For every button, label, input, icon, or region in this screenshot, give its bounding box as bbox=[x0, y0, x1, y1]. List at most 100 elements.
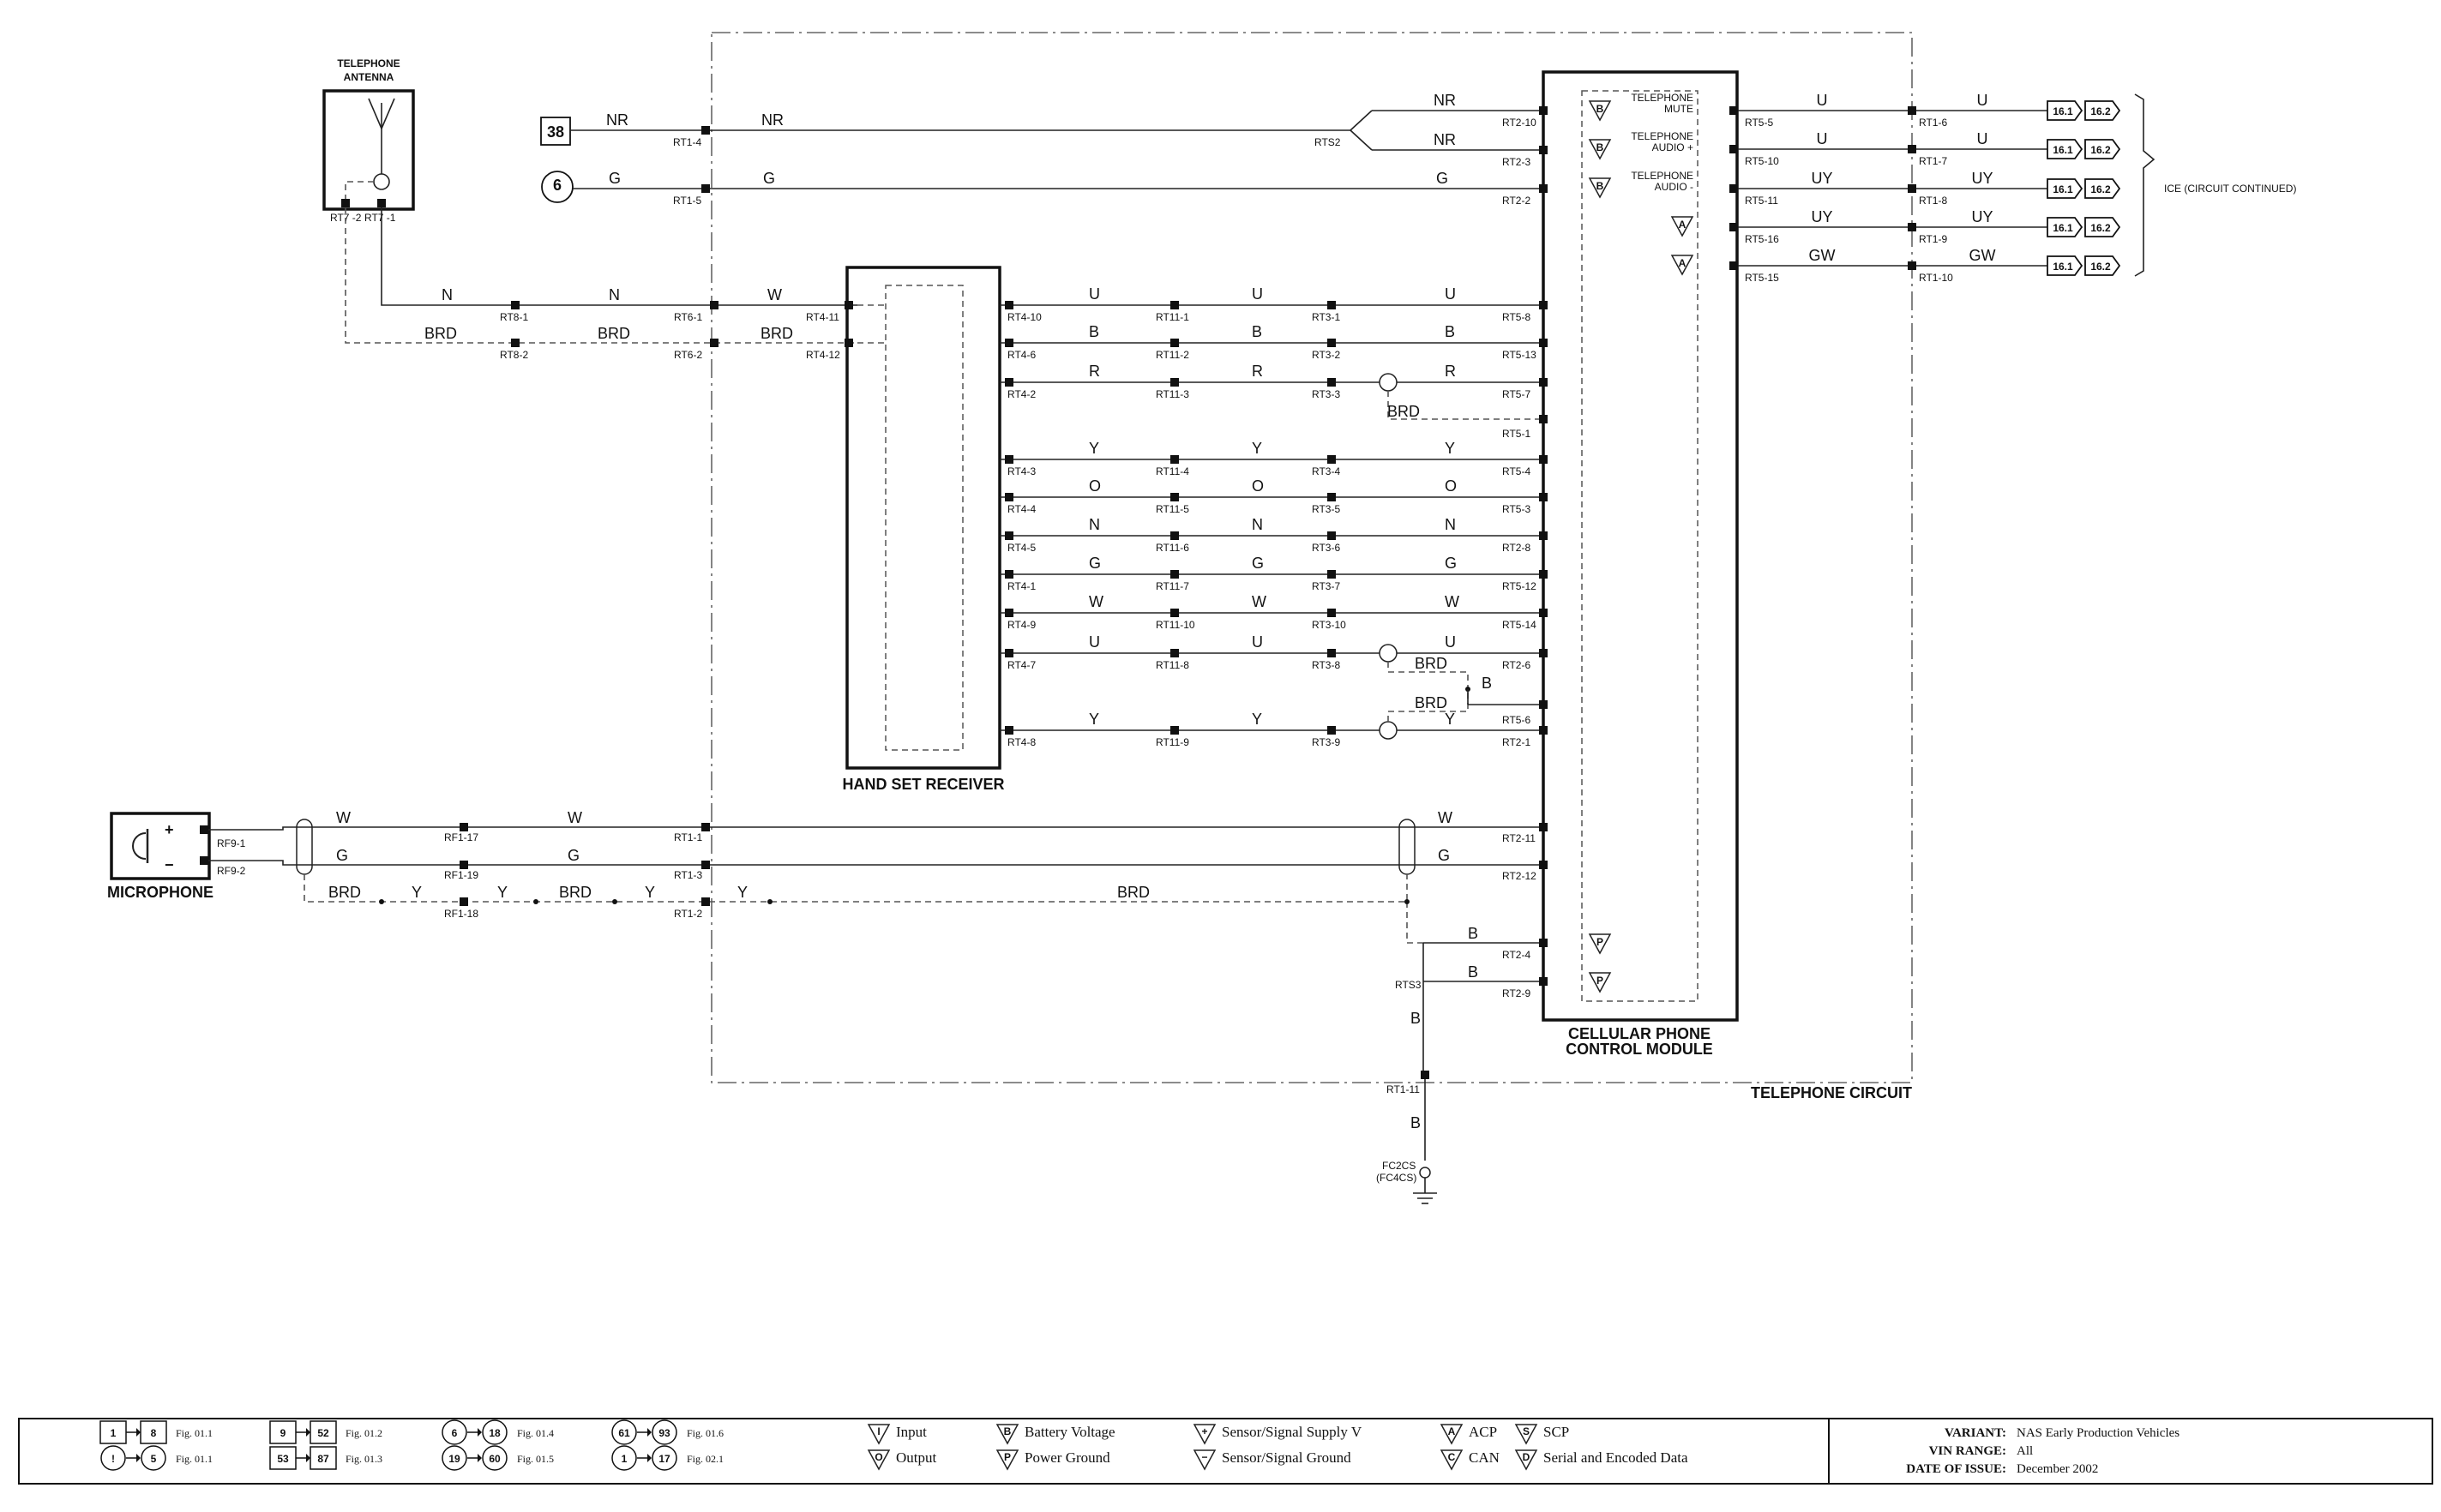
wire-color-c: W bbox=[1445, 593, 1459, 610]
wire-color-b: B bbox=[1252, 323, 1262, 340]
code-module: RT2-1 bbox=[1502, 736, 1530, 748]
code-handset: RT4-3 bbox=[1007, 465, 1036, 477]
code-rt5-1: RT5-1 bbox=[1502, 428, 1530, 440]
code-fc4cs: (FC4CS) bbox=[1376, 1172, 1416, 1184]
wire-color-a: U bbox=[1089, 633, 1100, 651]
code-module: RT5-12 bbox=[1502, 580, 1536, 592]
legend-symbol: −Sensor/Signal Ground bbox=[1193, 1449, 1351, 1471]
code-module: RT5-8 bbox=[1502, 311, 1530, 323]
wire-color-b: Y bbox=[1252, 440, 1262, 457]
pin-label-line2: MUTE bbox=[1664, 103, 1693, 115]
code-mid2: RT3-4 bbox=[1312, 465, 1340, 477]
code-mid2: RT3-5 bbox=[1312, 503, 1340, 515]
out-wire-1: GW bbox=[1809, 247, 1836, 264]
wire-color-c: B bbox=[1445, 323, 1455, 340]
wire-brd-3: BRD bbox=[761, 325, 793, 342]
wire-color-b: R bbox=[1252, 363, 1263, 380]
fig-to: 18 bbox=[489, 1427, 501, 1439]
fig-ref-box: 16.2 bbox=[2090, 183, 2111, 195]
power-ground-symbol-2: P bbox=[1588, 972, 1612, 993]
pin-label-line2: AUDIO + bbox=[1652, 141, 1693, 153]
shield-brd-3: BRD bbox=[1415, 694, 1447, 711]
code-handset: RT4-9 bbox=[1007, 619, 1036, 631]
power-ground-symbol-1-letter: P bbox=[1596, 936, 1603, 948]
mic-w-3: W bbox=[1438, 809, 1452, 826]
legend-symbol-text: Input bbox=[896, 1424, 927, 1440]
code-output: RT1-9 bbox=[1919, 233, 1947, 245]
antenna-label-line2: ANTENNA bbox=[344, 71, 394, 83]
wire-color-a: B bbox=[1089, 323, 1099, 340]
out-wire-1: U bbox=[1817, 92, 1828, 109]
wire-color-c: U bbox=[1445, 633, 1456, 651]
code-rt2-4: RT2-4 bbox=[1502, 949, 1530, 961]
fig-ref-box: 16.2 bbox=[2090, 261, 2111, 273]
wire-color-a: Y bbox=[1089, 440, 1099, 457]
hand-set-receiver: HAND SET RECEIVER bbox=[842, 266, 1005, 793]
acp-symbol-1-letter: A bbox=[1679, 219, 1686, 231]
ref-6: 6 bbox=[553, 177, 562, 194]
fig-label: Fig. 01.1 bbox=[176, 1453, 213, 1465]
module-box bbox=[1542, 70, 1739, 1022]
power-ground-symbol-2-letter: P bbox=[1596, 975, 1603, 987]
mic-b-4: B bbox=[1410, 1114, 1421, 1131]
mic-plus: + bbox=[165, 821, 174, 838]
out-wire-1: UY bbox=[1811, 208, 1832, 225]
antenna-icon bbox=[345, 98, 395, 201]
ref-38-box bbox=[540, 117, 571, 146]
shield-b: B bbox=[1482, 675, 1492, 692]
fig-to: 93 bbox=[658, 1427, 670, 1439]
mic-g-2: G bbox=[568, 847, 580, 864]
mic-y-3: Y bbox=[645, 884, 655, 901]
wire-brd-2: BRD bbox=[598, 325, 630, 342]
mic-g-1: G bbox=[336, 847, 348, 864]
mic-b-1: B bbox=[1468, 925, 1478, 942]
mic-y-4: Y bbox=[737, 884, 748, 901]
microphone-icon bbox=[132, 829, 149, 863]
fig-ref-box: 16.1 bbox=[2053, 261, 2073, 273]
mic-brd-2: BRD bbox=[559, 884, 592, 901]
out-wire-2: GW bbox=[1969, 247, 1996, 264]
code-mid1: RT11-9 bbox=[1156, 736, 1189, 748]
legend-symbol-text: SCP bbox=[1543, 1424, 1569, 1440]
code-output: RT1-10 bbox=[1919, 272, 1953, 284]
code-rt4-11: RT4-11 bbox=[806, 311, 839, 323]
legend-symbol-text: ACP bbox=[1469, 1424, 1497, 1440]
code-output: RT1-7 bbox=[1919, 155, 1947, 167]
handset-inner bbox=[885, 285, 964, 751]
fig-from: ! bbox=[111, 1453, 115, 1465]
code-rt6-1: RT6-1 bbox=[674, 311, 702, 323]
fig-to: 60 bbox=[489, 1453, 501, 1465]
code-module-out: RT5-16 bbox=[1745, 233, 1779, 245]
handset-box bbox=[845, 266, 1001, 770]
wire-nr-1: NR bbox=[606, 111, 628, 129]
acp-symbol-1: A bbox=[1670, 216, 1694, 237]
fig-from: 1 bbox=[622, 1453, 628, 1465]
code-rt2-10: RT2-10 bbox=[1502, 117, 1536, 129]
legend-frame bbox=[18, 1418, 2433, 1485]
code-rf9-1: RF9-1 bbox=[217, 837, 246, 849]
telephone-circuit-label: TELEPHONE CIRCUIT bbox=[1751, 1084, 1912, 1101]
legend-symbol-text: Serial and Encoded Data bbox=[1543, 1449, 1688, 1466]
code-mid1: RT11-8 bbox=[1156, 659, 1189, 671]
microphone-label: MICROPHONE bbox=[107, 884, 213, 901]
code-mid2: RT3-1 bbox=[1312, 311, 1340, 323]
out-wire-2: U bbox=[1977, 130, 1988, 147]
code-mid2: RT3-7 bbox=[1312, 580, 1340, 592]
code-module: RT5-7 bbox=[1502, 388, 1530, 400]
mic-b-2: B bbox=[1468, 963, 1478, 981]
wire-color-c: N bbox=[1445, 516, 1456, 533]
wire-nr-2: NR bbox=[761, 111, 784, 129]
telephone-circuit-boundary bbox=[711, 32, 1913, 1083]
code-mid1: RT11-7 bbox=[1156, 580, 1189, 592]
code-rt2-2: RT2-2 bbox=[1502, 195, 1530, 207]
fig-from: 9 bbox=[280, 1427, 286, 1439]
microphone: + − MICROPHONE bbox=[107, 812, 213, 901]
wire-n-1: N bbox=[442, 286, 453, 303]
